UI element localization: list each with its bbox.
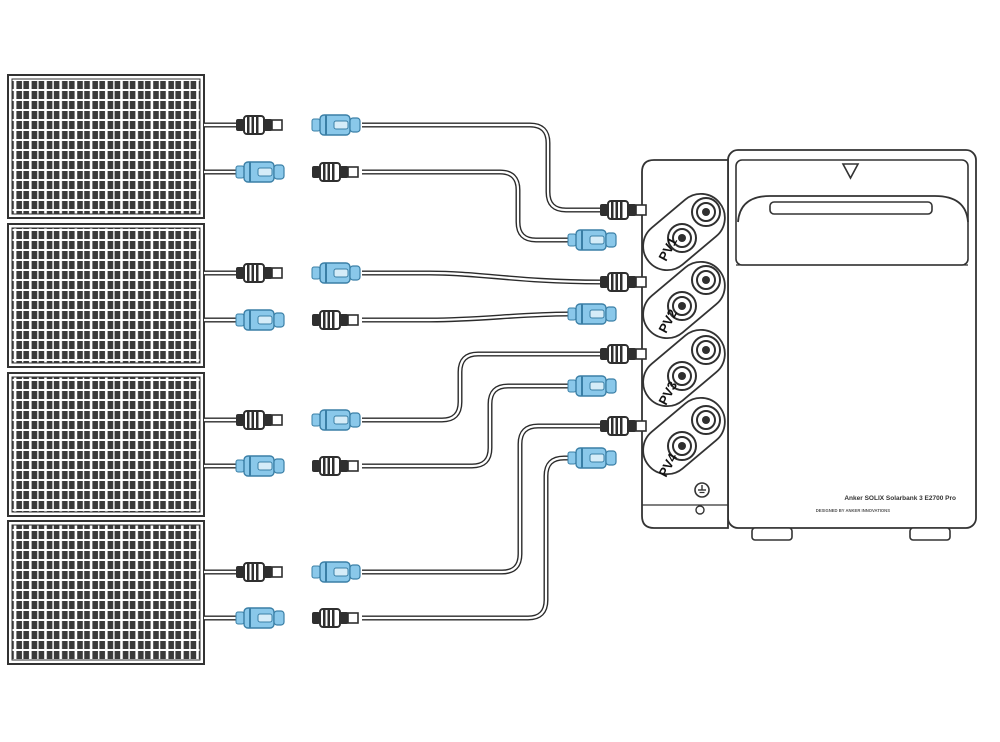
solar-panel-4 xyxy=(7,520,205,665)
brand-text: Anker SOLIX Solarbank 3 E2700 Pro xyxy=(844,495,956,502)
extension-cables xyxy=(362,122,601,621)
extension-connectors-panel-side xyxy=(311,114,361,628)
solar-panel-3 xyxy=(7,372,205,517)
solarbank-device: PV1 PV2 PV3 PV4 Anker SOLIX Solarbank 3 … xyxy=(641,149,977,541)
panel-connectors xyxy=(235,115,285,629)
panel-leads xyxy=(204,122,236,621)
arrow-down-icon xyxy=(841,163,860,180)
brand-subtext: DESIGNED BY ANKER INNOVATIONS xyxy=(816,508,891,513)
solar-panel-1 xyxy=(7,74,205,219)
solar-panel-2 xyxy=(7,223,205,368)
ground-icon xyxy=(694,482,710,498)
